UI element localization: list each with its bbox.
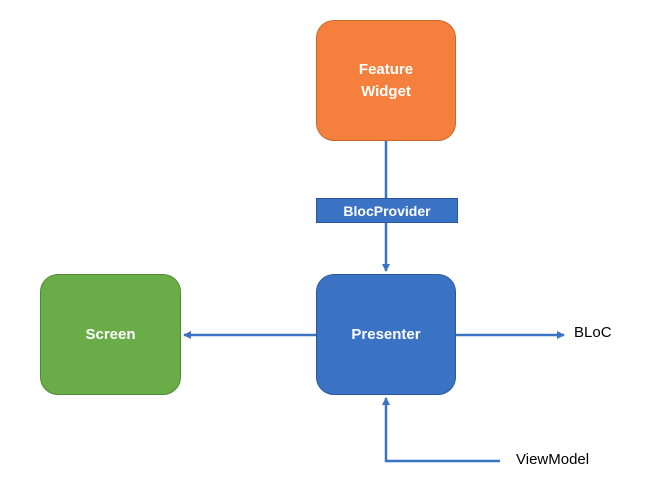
feature-widget-label: Feature Widget [358,60,414,100]
viewmodel-label: ViewModel [516,451,590,468]
viewmodel-to-presenter-arrow [382,397,500,463]
screen-node: Screen [40,274,181,395]
blocprovider-node: BlocProvider [316,198,458,223]
blocprovider-label: BlocProvider [343,202,431,219]
presenter-node: Presenter [316,274,456,395]
screen-label: Screen [85,325,136,343]
presenter-label: Presenter [351,325,421,343]
bloc-label: BLoC [574,324,612,341]
feature-widget-node: Feature Widget [316,20,456,141]
